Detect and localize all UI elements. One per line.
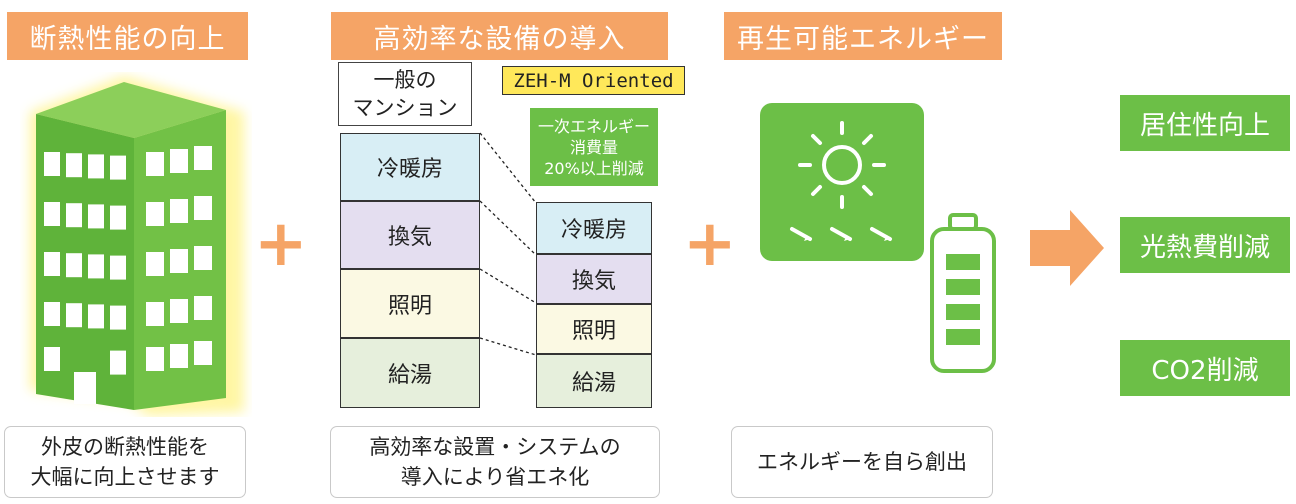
- caption-equipment: 高効率な設置・システムの 導入により省エネ化: [330, 426, 660, 498]
- caption-insulation-line2: 大幅に向上させます: [30, 465, 220, 489]
- caption-equipment-line2: 導入により省エネ化: [400, 465, 590, 489]
- caption-equipment-line1: 高効率な設置・システムの: [369, 435, 621, 459]
- building-window: [170, 344, 188, 368]
- reduction-line1: 一次エネルギー: [537, 116, 650, 136]
- plus-icon: +: [683, 207, 737, 281]
- building-window: [88, 154, 104, 179]
- general-hotwater-block: 給湯: [340, 338, 480, 408]
- building-window: [88, 204, 104, 229]
- comparison-connectors: [479, 132, 537, 356]
- building-illustration: [30, 76, 244, 416]
- general-lighting-block: 照明: [340, 269, 480, 338]
- building-window: [44, 347, 60, 371]
- caption-insulation-line1: 外皮の断熱性能を: [41, 435, 209, 459]
- header-insulation: 断熱性能の向上: [7, 12, 248, 60]
- building-window: [146, 302, 164, 326]
- building-window: [44, 252, 60, 276]
- building-window: [146, 202, 164, 226]
- general-cooling-block: 冷暖房: [340, 133, 480, 201]
- building-window: [194, 146, 212, 170]
- building-window: [110, 305, 126, 330]
- building-window: [146, 252, 164, 276]
- reduction-line3: 20%以上削減: [544, 158, 644, 178]
- building-window: [146, 347, 164, 371]
- result-livability: 居住性向上: [1120, 95, 1290, 151]
- building-window: [44, 302, 60, 326]
- caption-renewable: エネルギーを自ら創出: [731, 426, 993, 498]
- building-window: [110, 155, 126, 180]
- building-window: [66, 153, 82, 178]
- result-arrow-icon: [1030, 210, 1104, 286]
- solar-panel-icon: [760, 103, 924, 261]
- building-window: [110, 350, 126, 375]
- zeh-hotwater-block: 給湯: [536, 354, 652, 408]
- building-window: [44, 202, 60, 226]
- zeh-m-oriented-badge: ZEH-M Oriented: [502, 66, 685, 95]
- building-window: [170, 199, 188, 223]
- building-window: [88, 254, 104, 279]
- building-window: [66, 253, 82, 278]
- zeh-lighting-block: 照明: [536, 304, 652, 354]
- zeh-ventilation-block: 換気: [536, 254, 652, 304]
- building-window: [170, 249, 188, 273]
- building-window: [66, 303, 82, 328]
- general-label-line1: 一般の: [373, 68, 437, 92]
- sun-icon: [790, 121, 892, 241]
- building-window: [194, 196, 212, 220]
- result-utility-reduction: 光熱費削減: [1120, 217, 1290, 273]
- building-window: [170, 149, 188, 173]
- header-renewable: 再生可能エネルギー: [724, 12, 1002, 60]
- battery-icon: [930, 213, 996, 373]
- zeh-cooling-block: 冷暖房: [536, 202, 652, 254]
- building-window: [44, 152, 60, 176]
- plus-icon: +: [254, 207, 308, 281]
- building-window: [194, 341, 212, 365]
- energy-reduction-badge: 一次エネルギー 消費量 20%以上削減: [530, 108, 658, 186]
- building-window: [194, 296, 212, 320]
- general-ventilation-block: 換気: [340, 201, 480, 269]
- building-window: [66, 203, 82, 228]
- building-window: [88, 304, 104, 329]
- general-label-line2: マンション: [352, 96, 458, 120]
- general-mansion-label: 一般の マンション: [338, 62, 472, 126]
- building-window: [194, 246, 212, 270]
- building-window: [170, 299, 188, 323]
- caption-insulation: 外皮の断熱性能を 大幅に向上させます: [4, 426, 246, 498]
- reduction-line2: 消費量: [569, 137, 618, 157]
- building-window: [146, 152, 164, 176]
- result-co2-reduction: CO2削減: [1120, 340, 1290, 396]
- header-equipment: 高効率な設備の導入: [331, 12, 668, 60]
- building-window: [110, 255, 126, 280]
- building-window: [110, 205, 126, 230]
